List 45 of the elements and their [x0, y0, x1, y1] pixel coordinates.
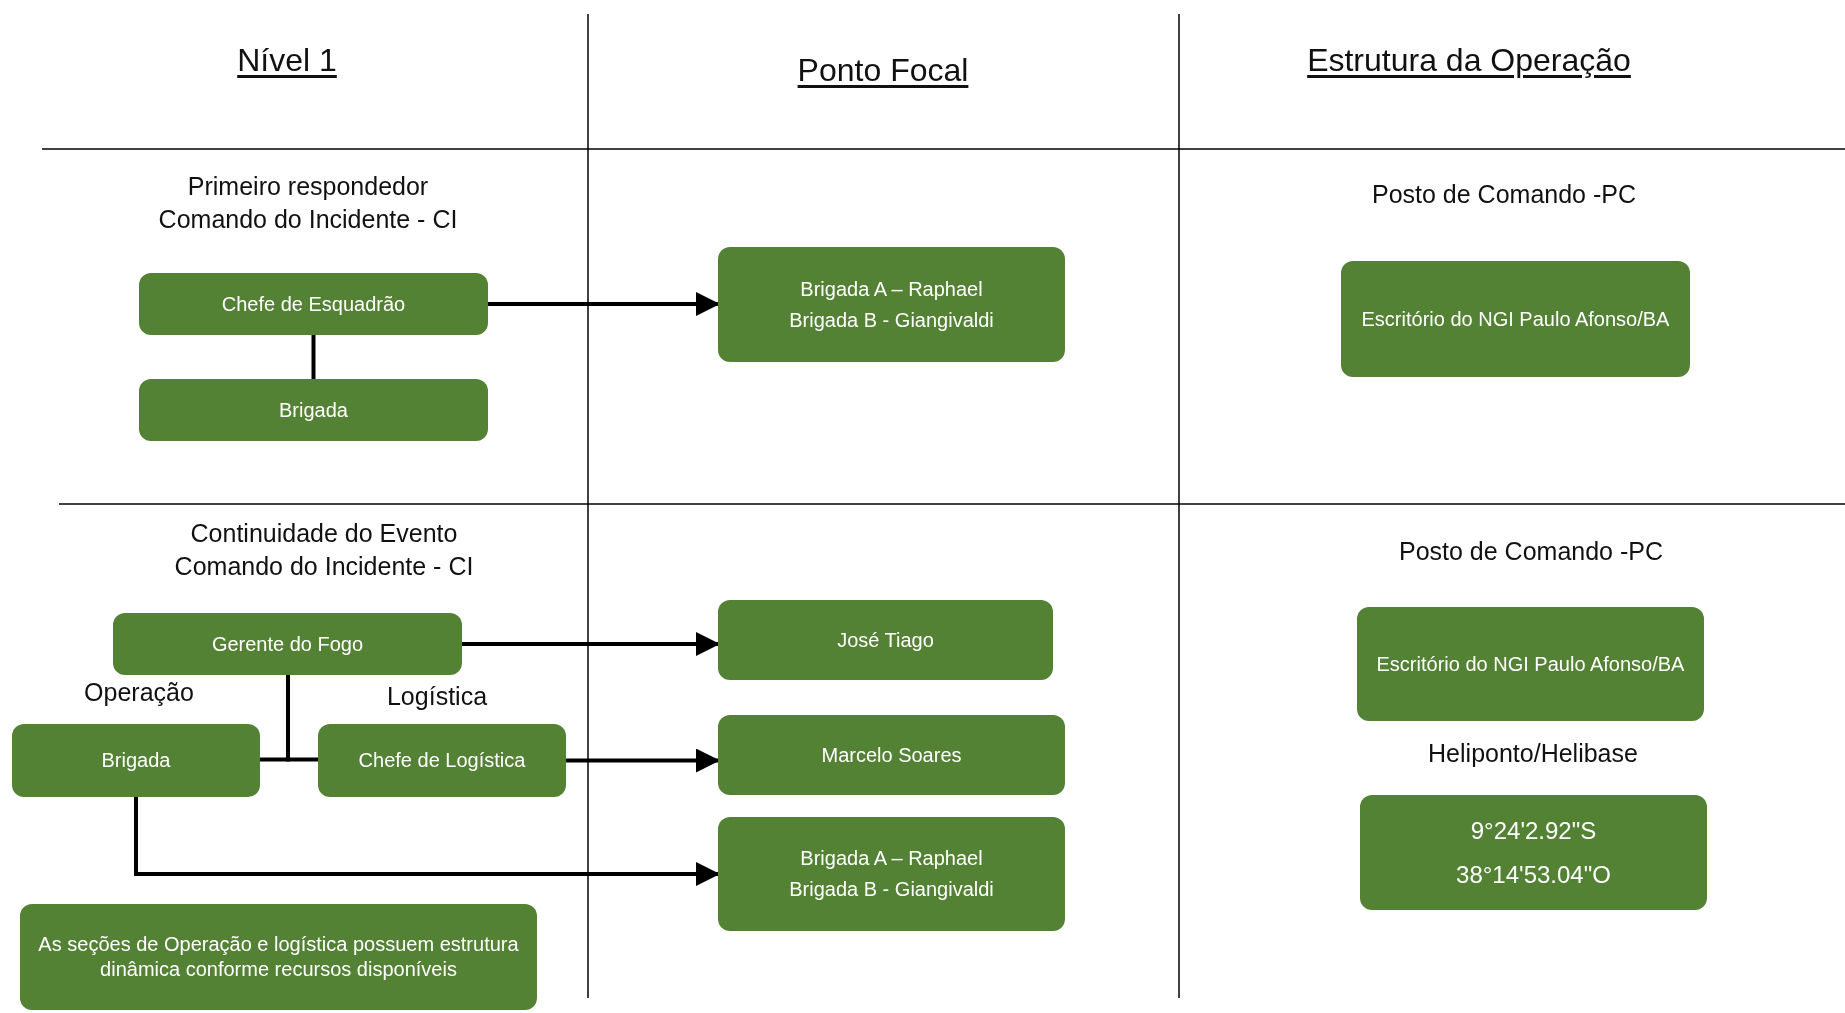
column-heading: Estrutura da Operação	[1306, 41, 1632, 80]
section-label: Logística	[385, 681, 489, 712]
process-box	[12, 724, 260, 797]
section-label: Operação	[83, 677, 195, 708]
box-text: Chefe de Logística	[358, 748, 526, 773]
box-text: Brigada B - Giangivaldi	[789, 877, 994, 902]
process-box	[139, 273, 488, 335]
connector-line	[286, 675, 318, 762]
section-label: Continuidade do Evento Comando do Incidente - CI	[173, 518, 475, 582]
process-box	[139, 379, 488, 441]
box-text: Escritório do NGI Paulo Afonso/BA	[1361, 306, 1670, 332]
process-box	[1360, 795, 1707, 910]
section-label: Primeiro respondedor Comando do Incidente - CI	[157, 171, 459, 235]
box-text: As seções de Operação e logística possuem estrutura dinâmica conforme recursos disponíveis	[37, 932, 520, 982]
process-box	[1341, 261, 1690, 377]
box-text: Escritório do NGI Paulo Afonso/BA	[1376, 651, 1685, 677]
box-text: Brigada A – Raphael	[800, 276, 983, 302]
box-text: 38°14'53.04"O	[1456, 859, 1611, 890]
process-box	[113, 613, 462, 675]
process-box	[1357, 607, 1704, 721]
box-text: 9°24'2.92"S	[1470, 815, 1597, 846]
process-box	[718, 247, 1065, 362]
section-label: Heliponto/Helibase	[1427, 738, 1639, 769]
section-label: Posto de Comando -PC	[1398, 536, 1664, 567]
process-box	[318, 724, 566, 797]
box-text: Marcelo Soares	[821, 742, 962, 768]
process-box	[718, 715, 1065, 795]
box-text: Chefe de Esquadrão	[221, 291, 406, 317]
arrow	[134, 797, 720, 886]
column-heading: Nível 1	[236, 41, 338, 80]
section-label: Posto de Comando -PC	[1371, 179, 1637, 210]
arrow	[566, 748, 720, 773]
process-box	[718, 817, 1065, 931]
process-box	[718, 600, 1053, 680]
arrow	[488, 292, 720, 316]
box-text: Brigada A – Raphael	[800, 846, 983, 871]
box-text: Brigada	[279, 397, 348, 423]
box-text: José Tiago	[837, 627, 934, 653]
box-text: Brigada B - Giangivaldi	[789, 307, 994, 333]
connector-line	[311, 335, 316, 379]
box-text: Brigada	[101, 748, 171, 773]
process-box	[20, 904, 537, 1010]
box-text: Gerente do Fogo	[211, 631, 364, 657]
arrow	[462, 632, 720, 656]
column-heading: Ponto Focal	[796, 51, 970, 90]
